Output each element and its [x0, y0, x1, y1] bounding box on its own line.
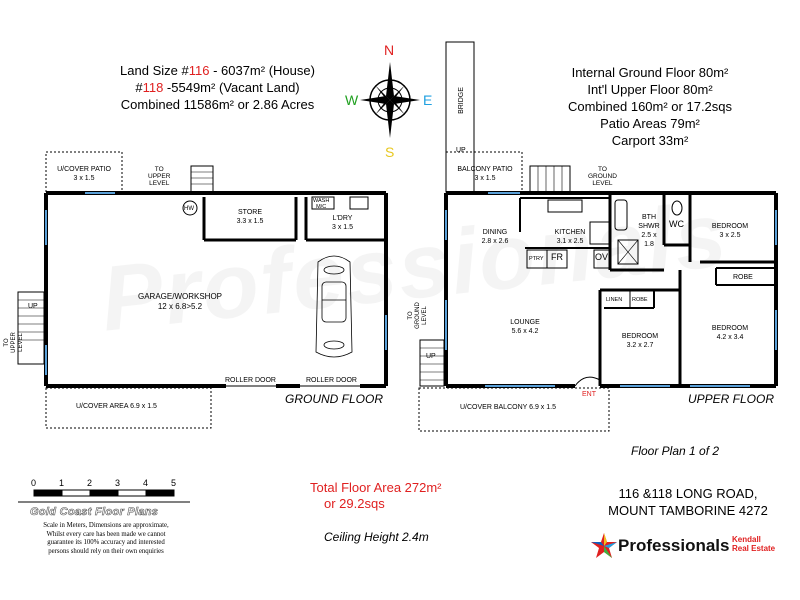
robe-2-label: ROBE — [632, 297, 648, 303]
compass-icon: N S W E — [345, 40, 435, 160]
professionals-logo: Professionals Kendall Real Estate — [590, 530, 800, 562]
ucover-area-label: U/COVER AREA 6.9 x 1.5 — [76, 403, 157, 410]
floor-plan-number: Floor Plan 1 of 2 — [631, 444, 720, 458]
robe-1-label: ROBE — [733, 274, 753, 281]
ground-up-label: UP — [28, 303, 38, 310]
star-icon — [591, 533, 617, 558]
total-floor-area: Total Floor Area 272m² or 29.2sqs — [310, 480, 442, 511]
land-info: Land Size #116 - 6037m² (House) #118 -55… — [120, 63, 315, 112]
ptry-label: PTRY — [529, 256, 544, 262]
professionals-text: Professionals — [618, 536, 730, 555]
bridge-label: BRIDGE — [457, 87, 465, 114]
upper-floor-title: UPPER FLOOR — [688, 392, 775, 406]
wc-label: WC — [669, 219, 684, 229]
wash-label: WASH M/C — [313, 198, 330, 210]
ov-label: OV — [595, 252, 609, 262]
to-ground-side-label: TO GROUND LEVEL — [407, 302, 428, 329]
ceiling-height: Ceiling Height 2.4m — [324, 530, 429, 544]
gcfp-logo: Gold Coast Floor Plans — [30, 506, 159, 519]
disclaimer: Scale in Meters, Dimensions are approxim… — [43, 522, 169, 555]
area-info: Internal Ground Floor 80m² Int'l Upper F… — [567, 65, 733, 148]
to-upper-side-label: TO UPPER LEVEL — [3, 332, 24, 353]
address: 116 &118 LONG ROAD, MOUNT TAMBORINE 4272 — [608, 486, 768, 518]
linen-label: LINEN — [606, 297, 623, 303]
compass-s: S — [385, 144, 395, 160]
scale-bar: 0 1 2 3 4 5 — [31, 478, 177, 488]
roller-door-1: ROLLER DOOR — [225, 377, 276, 384]
ent-label: ENT — [582, 391, 596, 398]
ground-floor-title: GROUND FLOOR — [285, 392, 384, 406]
to-upper-label: TO UPPER LEVEL — [148, 166, 171, 187]
fr-label: FR — [551, 252, 563, 262]
to-ground-label: TO GROUND LEVEL — [588, 166, 617, 187]
compass-e: E — [423, 92, 433, 108]
kendall-text: Kendall Real Estate — [732, 535, 776, 553]
ucover-balcony-label: U/COVER BALCONY 6.9 x 1.5 — [460, 404, 556, 411]
upper-up-label: UP — [456, 147, 466, 154]
compass-n: N — [384, 42, 395, 58]
hw-label: HW — [184, 206, 194, 212]
compass-w: W — [345, 92, 359, 108]
upper-up-side-label: UP — [426, 353, 436, 360]
roller-door-2: ROLLER DOOR — [306, 377, 357, 384]
